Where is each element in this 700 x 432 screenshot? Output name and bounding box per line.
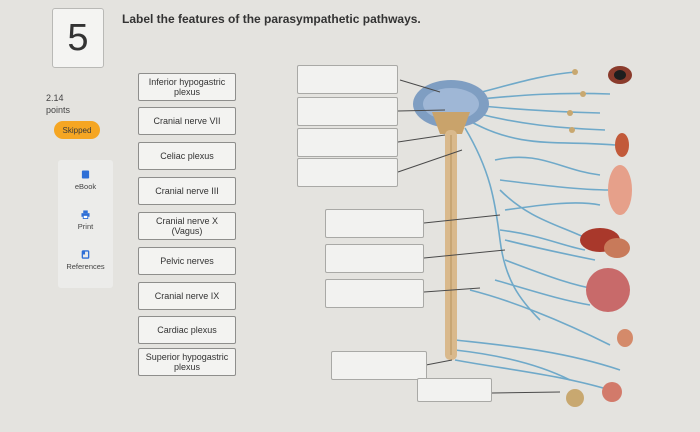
references-icon <box>81 250 90 259</box>
label-cranial-nerve-vii[interactable]: Cranial nerve VII <box>138 107 236 135</box>
references-label: References <box>66 262 105 271</box>
question-prompt: Label the features of the parasympatheti… <box>122 12 421 26</box>
drop-target-7[interactable] <box>325 279 424 308</box>
drop-target-9[interactable] <box>417 378 492 402</box>
drop-target-2[interactable] <box>297 97 398 126</box>
status-badge: Skipped <box>54 121 100 139</box>
ebook-label: eBook <box>74 182 97 191</box>
ebook-button[interactable]: eBook <box>58 170 113 191</box>
label-celiac-plexus[interactable]: Celiac plexus <box>138 142 236 170</box>
print-label: Print <box>77 222 94 231</box>
drop-target-1[interactable] <box>297 65 398 94</box>
tools-panel: eBook Print References <box>58 160 113 288</box>
label-cranial-nerve-ix[interactable]: Cranial nerve IX <box>138 282 236 310</box>
label-cardiac-plexus[interactable]: Cardiac plexus <box>138 316 236 344</box>
drop-target-5[interactable] <box>325 209 424 238</box>
references-button[interactable]: References <box>58 250 113 271</box>
label-superior-hypogastric-plexus[interactable]: Superior hypogastric plexus <box>138 348 236 376</box>
book-icon <box>81 170 90 179</box>
points-unit: points <box>46 105 71 115</box>
drop-target-8[interactable] <box>331 351 427 380</box>
printer-icon <box>81 210 90 219</box>
question-number: 5 <box>52 8 104 68</box>
drop-target-6[interactable] <box>325 244 424 273</box>
points-value: 2.14 <box>46 93 64 103</box>
label-pelvic-nerves[interactable]: Pelvic nerves <box>138 247 236 275</box>
drop-target-4[interactable] <box>297 158 398 187</box>
label-cranial-nerve-iii[interactable]: Cranial nerve III <box>138 177 236 205</box>
points-display: 2.14 points <box>46 92 70 116</box>
print-button[interactable]: Print <box>58 210 113 231</box>
drop-target-3[interactable] <box>297 128 398 157</box>
label-cranial-nerve-x[interactable]: Cranial nerve X (Vagus) <box>138 212 236 240</box>
label-inferior-hypogastric-plexus[interactable]: Inferior hypogastric plexus <box>138 73 236 101</box>
